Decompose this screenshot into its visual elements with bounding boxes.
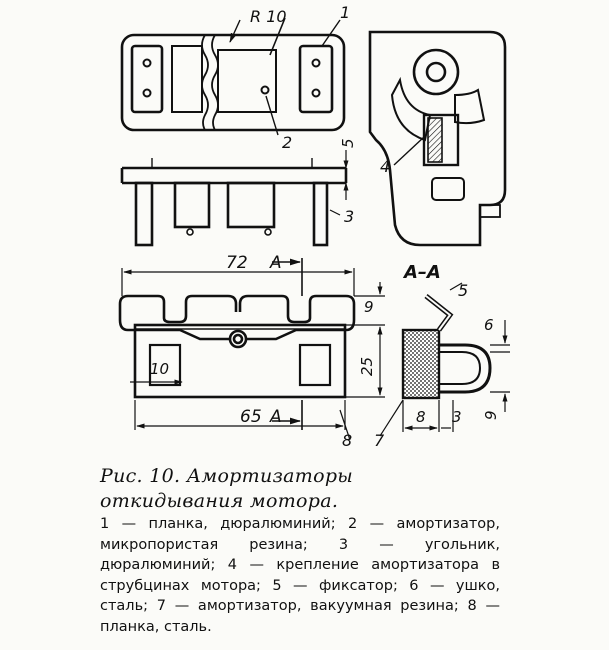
label-part-4: 4 (380, 157, 390, 176)
label-dim-8: 8 (416, 408, 426, 426)
label-dim-72: 72 (226, 253, 248, 273)
label-part-7: 7 (374, 431, 385, 450)
figure-legend: 1 — планка, дюралюминий; 2 — амортизатор… (100, 516, 500, 635)
motor-clamp-detail (368, 30, 507, 247)
label-part-5: 5 (458, 281, 468, 300)
label-dim-5-top: 5 (339, 138, 357, 148)
label-part-1: 1 (340, 3, 350, 22)
label-dim-3: 3 (452, 408, 462, 426)
label-section-mark-lower: A (269, 407, 282, 427)
section-a-a (401, 294, 492, 400)
top-plan-view (120, 33, 346, 132)
label-section-title: A–A (402, 262, 441, 283)
label-dim-9-upper: 9 (364, 298, 374, 316)
figure-caption: Рис. 10. Амортизаторы откидывания мотора… (100, 465, 354, 512)
label-dim-6: 6 (484, 316, 494, 334)
front-view (120, 158, 348, 247)
label-dim-10: 10 (150, 360, 169, 378)
label-part-3: 3 (344, 207, 354, 226)
label-dim-9-lower: 9 (482, 410, 500, 420)
technical-drawing: R 10 1 2 3 4 5 72 A A–A 5 9 6 25 10 65 A… (118, 3, 510, 450)
label-r10: R 10 (250, 7, 287, 26)
label-section-mark-upper: A (269, 253, 282, 273)
label-dim-25: 25 (358, 357, 376, 376)
label-part-8: 8 (342, 431, 352, 450)
label-part-2: 2 (282, 133, 292, 152)
label-dim-65: 65 (240, 407, 262, 427)
bottom-view (118, 294, 356, 399)
